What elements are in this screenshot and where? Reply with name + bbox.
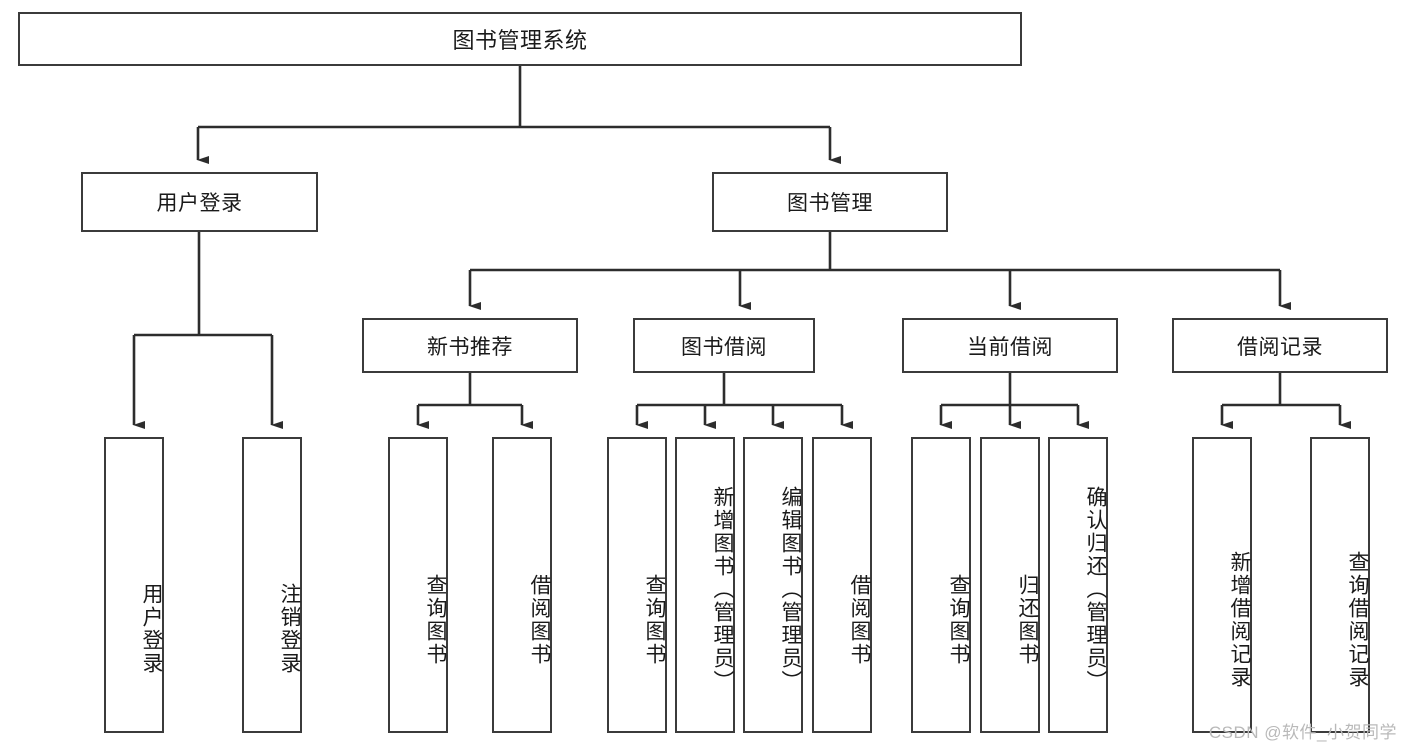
- leaf-confirm-return-admin[interactable]: 确认归还（管理员）: [1048, 437, 1108, 733]
- leaf-query-book[interactable]: 查询图书: [607, 437, 667, 733]
- leaf-add-borrow-record[interactable]: 新增借阅记录: [1192, 437, 1252, 733]
- leaf-query-borrow-record[interactable]: 查询借阅记录: [1310, 437, 1370, 733]
- node-current-borrow[interactable]: 当前借阅: [902, 318, 1118, 373]
- leaf-add-book-admin[interactable]: 新增图书（管理员）: [675, 437, 735, 733]
- leaf-borrow-book-recommend[interactable]: 借阅图书: [492, 437, 552, 733]
- node-book-management[interactable]: 图书管理: [712, 172, 948, 232]
- node-user-login[interactable]: 用户登录: [81, 172, 318, 232]
- node-root-system[interactable]: 图书管理系统: [18, 12, 1022, 66]
- node-new-book-recommend[interactable]: 新书推荐: [362, 318, 578, 373]
- watermark-text: CSDN @软件_小贺同学: [1208, 723, 1397, 742]
- node-borrow-record[interactable]: 借阅记录: [1172, 318, 1388, 373]
- leaf-user-login[interactable]: 用户登录: [104, 437, 164, 733]
- leaf-query-book-recommend[interactable]: 查询图书: [388, 437, 448, 733]
- leaf-return-book[interactable]: 归还图书: [980, 437, 1040, 733]
- node-book-borrow[interactable]: 图书借阅: [633, 318, 815, 373]
- leaf-edit-book-admin[interactable]: 编辑图书（管理员）: [743, 437, 803, 733]
- leaf-borrow-book[interactable]: 借阅图书: [812, 437, 872, 733]
- leaf-query-book-current[interactable]: 查询图书: [911, 437, 971, 733]
- leaf-logout[interactable]: 注销登录: [242, 437, 302, 733]
